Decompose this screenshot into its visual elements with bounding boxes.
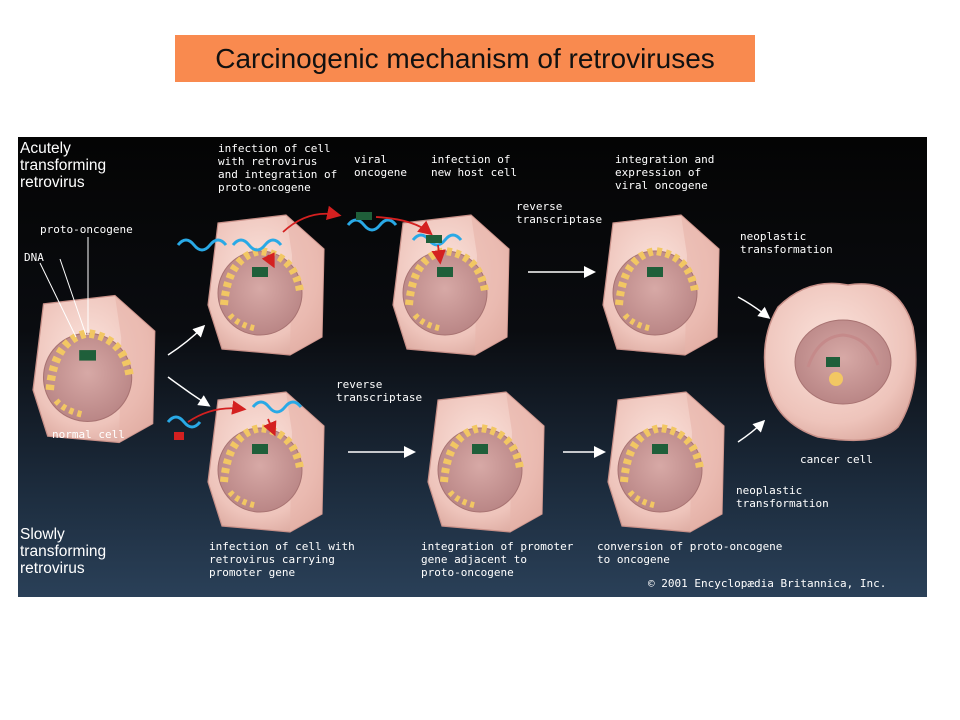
top-cell-1 xyxy=(208,215,324,355)
top-cell-3 xyxy=(603,215,719,355)
label-dna: DNA xyxy=(24,251,44,264)
label-integration-promoter: integration of promoter gene adjacent to… xyxy=(421,540,574,579)
diagram-graphics xyxy=(18,205,917,597)
heading-slowly-transforming: Slowly transforming retrovirus xyxy=(20,526,107,577)
normal-cell xyxy=(33,296,155,443)
label-reverse-transcriptase-top: reverse transcriptase xyxy=(516,200,603,226)
label-infection-new-host: infection of new host cell xyxy=(431,153,518,179)
bottom-cell-1 xyxy=(208,392,324,532)
label-normal-cell: normal cell xyxy=(52,428,125,441)
label-infection-integration: infection of cell with retrovirus and in… xyxy=(218,142,338,194)
label-conversion: conversion of proto-oncogene to oncogene xyxy=(597,540,783,566)
heading-acutely-transforming: Acutely transforming retrovirus xyxy=(20,140,107,191)
bottom-cell-2 xyxy=(428,392,544,532)
leader-lines xyxy=(39,237,89,338)
label-neoplastic-bottom: neoplastic transformation xyxy=(736,484,829,510)
copyright-notice: © 2001 Encyclopædia Britannica, Inc. xyxy=(648,577,887,590)
promoter-gene-block xyxy=(174,432,184,440)
infection-arrows xyxy=(187,205,446,437)
label-proto-oncogene: proto-oncogene xyxy=(40,223,133,236)
label-viral-oncogene: viral oncogene xyxy=(354,153,407,179)
label-infection-promoter: infection of cell with retrovirus carryi… xyxy=(209,540,355,579)
slide-title: Carcinogenic mechanism of retroviruses xyxy=(175,35,755,82)
retrovirus-diagram: Acutely transforming retrovirus Slowly t… xyxy=(18,137,927,597)
viral-oncogene-block xyxy=(356,212,372,220)
label-cancer-cell: cancer cell xyxy=(800,453,873,466)
oncogene-insert xyxy=(426,235,442,243)
label-reverse-transcriptase-bottom: reverse transcriptase xyxy=(336,378,423,404)
cancer-cell xyxy=(763,282,917,442)
label-integration-expression: integration and expression of viral onco… xyxy=(615,153,715,192)
bottom-cell-3 xyxy=(608,392,724,532)
label-neoplastic-top: neoplastic transformation xyxy=(740,230,833,256)
process-arrows xyxy=(167,266,771,458)
